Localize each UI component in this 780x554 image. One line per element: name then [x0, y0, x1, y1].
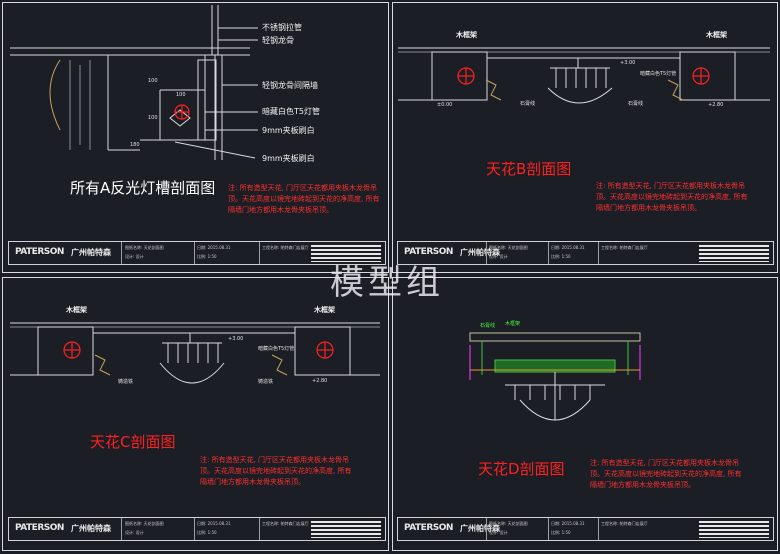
- label-wood-frame-c2: 木框架: [314, 306, 335, 314]
- label-steel-keel: 轻钢龙骨: [262, 36, 294, 45]
- paterson-logo-cn: 广州帕特森: [460, 248, 500, 257]
- level-b1: +3.00: [620, 60, 636, 66]
- label-partition-wall: 轻钢龙骨间隔墙: [262, 81, 318, 90]
- title-a: 所有A反光灯槽剖面图: [70, 179, 216, 197]
- dim-a-2: 100: [176, 92, 186, 98]
- level-c2: +2.80: [312, 378, 328, 384]
- label-stainless-pipe: 不锈钢拉管: [262, 23, 302, 32]
- tb-cell: 图纸名称: 天花剖面图: [489, 245, 528, 250]
- title-block-a: PATERSON 广州帕特森 图纸名称: 天花剖面图 设计: 设计 日期: 20…: [8, 241, 386, 265]
- paterson-logo-cn: 广州帕特森: [71, 248, 111, 257]
- title-block-d: PATERSON 广州帕特森 图纸名称: 天花剖面图 设计: 设计 日期: 20…: [397, 517, 774, 541]
- paterson-logo-cn: 广州帕特森: [71, 524, 111, 533]
- title-block-stripes: [311, 245, 381, 262]
- paterson-logo: PATERSON: [404, 523, 453, 533]
- note-b: 注: 所有造型天花, 门厅区天花都用夹板木龙骨吊顶。天花高度以镜完地砖起到天花的…: [596, 182, 748, 212]
- sheet-frame-d: [392, 277, 778, 551]
- label-plywood-2: 9mm夹板刷白: [262, 154, 315, 163]
- label-cast-c2: 铸造铁: [258, 379, 274, 385]
- label-t5-c: 暗藏白色T5灯管: [258, 346, 295, 352]
- level-c1: +3.00: [228, 336, 244, 342]
- label-cast-c1: 铸造铁: [118, 379, 134, 385]
- paterson-logo: PATERSON: [15, 247, 64, 257]
- title-block-stripes: [311, 521, 381, 538]
- tb-cell: 日期: 2015.08.31: [197, 245, 231, 250]
- paterson-logo-cn: 广州帕特森: [460, 524, 500, 533]
- label-gypsum-d: 石膏线: [480, 323, 496, 329]
- title-block-c: PATERSON 广州帕特森 图纸名称: 天花剖面图 设计: 设计 日期: 20…: [8, 517, 386, 541]
- paterson-logo: PATERSON: [404, 247, 453, 257]
- tb-cell: 设计: 设计: [125, 530, 144, 535]
- sheet-frame-c: [2, 277, 389, 551]
- label-plywood-1: 9mm夹板刷白: [262, 126, 315, 135]
- title-block-stripes: [699, 245, 769, 262]
- label-wood-d: 木框架: [505, 321, 521, 327]
- tb-cell: 工程名称: 帕特森门店展厅: [262, 521, 309, 526]
- tb-cell: 工程名称: 帕特森门店展厅: [262, 245, 309, 250]
- tb-cell: 日期: 2015.08.31: [197, 521, 231, 526]
- dim-a-1: 100: [148, 78, 158, 84]
- tb-cell: 比例: 1:50: [197, 530, 217, 535]
- tb-cell: 比例: 1:50: [551, 254, 571, 259]
- label-t5-tube: 暗藏白色T5灯管: [262, 107, 320, 116]
- note-d: 注: 所有造型天花, 门厅区天花都用夹板木龙骨吊顶。天花高度以镜完地砖起到天花的…: [590, 459, 742, 489]
- label-gypsum-b2: 石膏线: [628, 101, 644, 107]
- label-wood-frame-b2: 木框架: [706, 31, 727, 39]
- label-wood-frame-b1: 木框架: [456, 31, 477, 39]
- tb-cell: 日期: 2015.08.31: [551, 245, 585, 250]
- label-wood-frame-c1: 木框架: [66, 306, 87, 314]
- tb-cell: 日期: 2015.08.31: [551, 521, 585, 526]
- dim-a-4: 180: [130, 142, 140, 148]
- tb-cell: 比例: 1:50: [197, 254, 217, 259]
- note-c: 注: 所有造型天花, 门厅区天花都用夹板木龙骨吊顶。天花高度以镜完地砖起到天花的…: [200, 456, 352, 486]
- tb-cell: 图纸名称: 天花剖面图: [125, 521, 164, 526]
- tb-cell: 比例: 1:50: [551, 530, 571, 535]
- label-t5-b: 暗藏白色T5灯管: [640, 71, 677, 77]
- level-b2: +2.80: [708, 102, 724, 108]
- label-gypsum-b1: 石膏线: [520, 101, 536, 107]
- title-c: 天花C剖面图: [90, 433, 176, 451]
- watermark: 模型组: [330, 263, 444, 303]
- dim-a-3: 100: [148, 115, 158, 121]
- level-b3: ±0.00: [437, 102, 453, 108]
- tb-cell: 设计: 设计: [125, 254, 144, 259]
- paterson-logo: PATERSON: [15, 523, 64, 533]
- sheet-frame-a: [2, 2, 389, 273]
- sheet-frame-b: [392, 2, 778, 273]
- title-block-b: PATERSON 广州帕特森 图纸名称: 天花剖面图 设计: 设计 日期: 20…: [397, 241, 774, 265]
- tb-cell: 设计: 设计: [489, 530, 508, 535]
- title-d: 天花D剖面图: [478, 460, 565, 478]
- title-b: 天花B剖面图: [486, 160, 572, 178]
- tb-cell: 图纸名称: 天花剖面图: [489, 521, 528, 526]
- tb-cell: 图纸名称: 天花剖面图: [125, 245, 164, 250]
- tb-cell: 工程名称: 帕特森门店展厅: [601, 521, 648, 526]
- title-block-stripes: [699, 521, 769, 538]
- note-a: 注: 所有造型天花, 门厅区天花都用夹板木龙骨吊顶。天花高度以镜完地砖起到天花的…: [228, 184, 380, 214]
- tb-cell: 设计: 设计: [489, 254, 508, 259]
- tb-cell: 工程名称: 帕特森门店展厅: [601, 245, 648, 250]
